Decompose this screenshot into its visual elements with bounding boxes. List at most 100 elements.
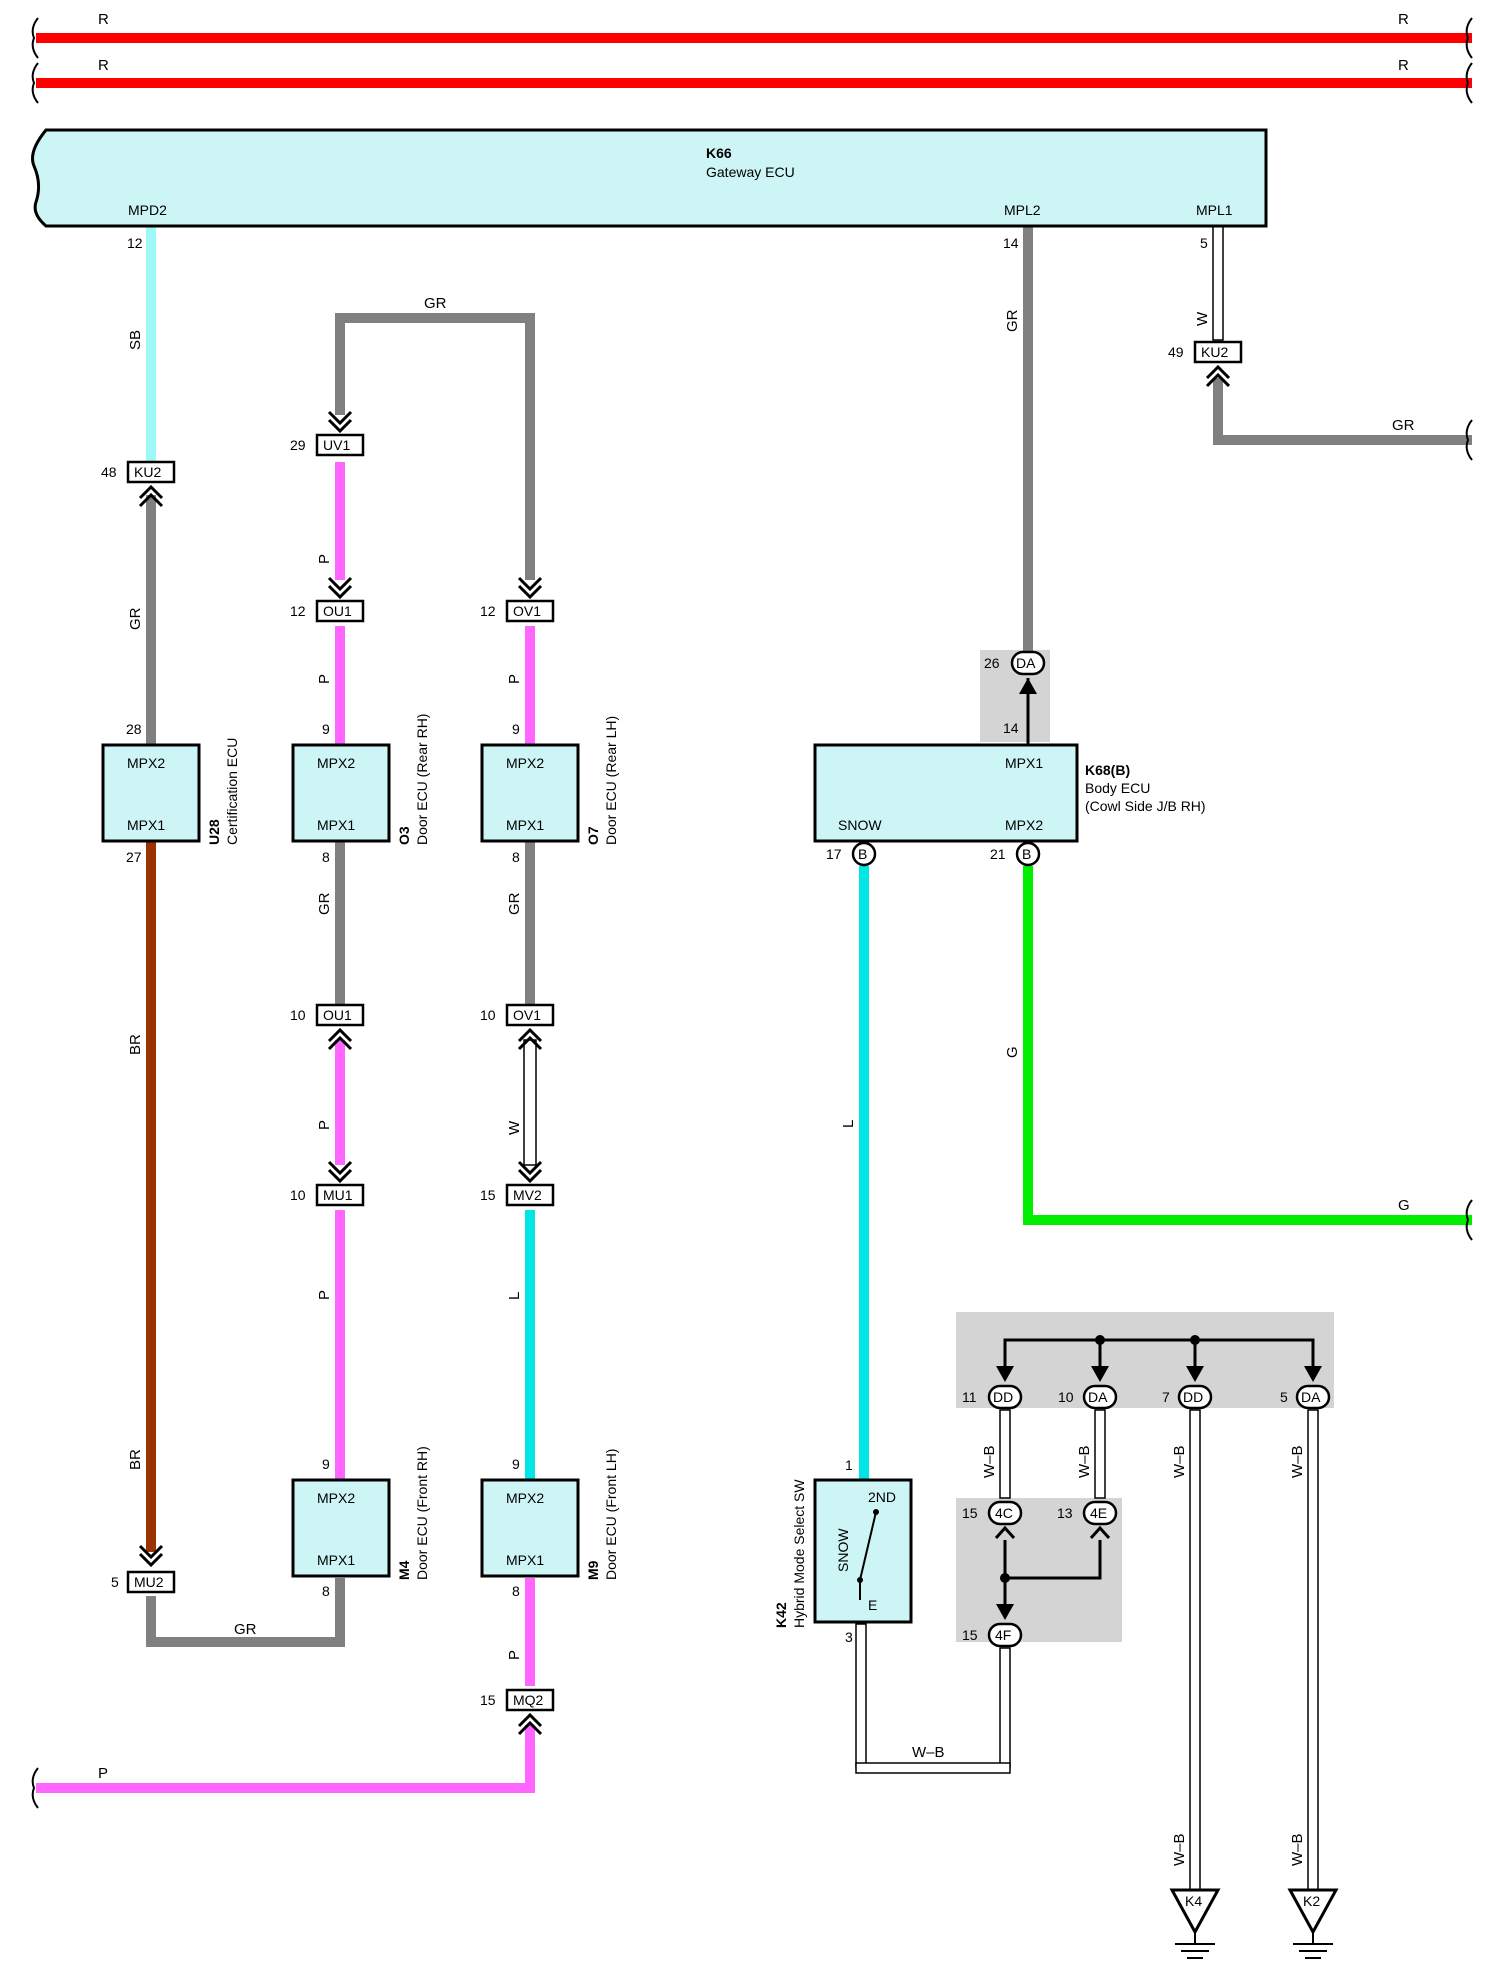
- connector-dd-11: DD 11: [962, 1384, 1023, 1410]
- u28-body: [101, 743, 201, 843]
- connector-4e-code: 4E: [1090, 1505, 1107, 1521]
- m4-body: [291, 1478, 391, 1578]
- m9-name: Door ECU (Front LH): [603, 1449, 619, 1580]
- dot-3: [1000, 1573, 1010, 1583]
- gateway-num-mpl1: 5: [1200, 235, 1208, 251]
- body-ecu-pin-snow: SNOW: [838, 817, 882, 833]
- connector-da-5-num: 5: [1280, 1389, 1288, 1405]
- m9-body: [480, 1478, 580, 1578]
- m4-id: M4: [396, 1560, 412, 1580]
- connector-ku2-49-chevron: [1205, 364, 1231, 388]
- label-r-1-right: R: [1398, 11, 1409, 28]
- connector-dd-7-box: [1177, 1384, 1213, 1410]
- connector-mu1-code: MU1: [323, 1187, 353, 1203]
- body-ecu-id: K68(B): [1085, 762, 1130, 778]
- k42-num-3: 3: [845, 1629, 853, 1645]
- o3-pin-bottom: MPX1: [317, 817, 355, 833]
- wire-gr-mu2-m4: [146, 1578, 345, 1647]
- u28-id: U28: [206, 819, 222, 845]
- o3-num-top: 9: [322, 721, 330, 737]
- wire-label-g-horiz: G: [1398, 1197, 1410, 1214]
- connector-ov1-10: OV1 10: [480, 1003, 555, 1051]
- o7-name: Door ECU (Rear LH): [603, 716, 619, 845]
- body-ecu-location: (Cowl Side J/B RH): [1085, 798, 1206, 814]
- gateway-pin-mpl2: MPL2: [1004, 202, 1041, 218]
- wire-wb-sw: [855, 1623, 867, 1769]
- o7-pin-top: MPX2: [506, 755, 544, 771]
- break-left-p: [31, 1767, 39, 1809]
- connector-da-5-code: DA: [1301, 1389, 1321, 1405]
- m4-door-ecu-front-rh: MPX2 MPX1 9 8 M4 Door ECU (Front RH): [291, 1446, 430, 1599]
- connector-mu1-box: [315, 1183, 365, 1207]
- connector-4c-num: 15: [962, 1505, 978, 1521]
- body-ecu-conn-snow-label: B: [858, 846, 867, 862]
- wire-label-wb-2: W–B: [1076, 1445, 1093, 1478]
- connector-dd-7-code: DD: [1183, 1389, 1203, 1405]
- connector-mq2-box: [505, 1688, 555, 1712]
- o7-door-ecu-rear-lh: MPX2 MPX1 9 8 O7 Door ECU (Rear LH): [480, 716, 619, 865]
- connector-ku2-48-code: KU2: [134, 464, 161, 480]
- wire-label-br-2: BR: [127, 1449, 144, 1470]
- connector-da-5-box: [1295, 1384, 1331, 1410]
- connector-4c-box: [987, 1500, 1023, 1526]
- connector-da-26: DA 26: [984, 650, 1046, 676]
- connector-ou1-10-box: [315, 1003, 365, 1027]
- k42-pos-e: E: [868, 1597, 877, 1613]
- gateway-ecu-name: Gateway ECU: [706, 164, 795, 180]
- connector-da-26-code: DA: [1016, 655, 1036, 671]
- connector-ou1-12-num: 12: [290, 603, 306, 619]
- wire-label-gr-mu2: GR: [234, 1621, 257, 1638]
- wire-label-l-snow: L: [840, 1120, 857, 1128]
- wire-label-l-m9: L: [506, 1292, 523, 1300]
- ground-k2-triangle: [1287, 1888, 1339, 1936]
- connector-4c-code: 4C: [995, 1505, 1013, 1521]
- connector-mu1: MU1 10: [290, 1160, 365, 1207]
- label-r-2-right: R: [1398, 57, 1409, 74]
- u28-name: Certification ECU: [224, 738, 240, 845]
- connector-4f: 4F 15: [962, 1622, 1023, 1648]
- o7-pin-bottom: MPX1: [506, 817, 544, 833]
- connector-ou1-12-code: OU1: [323, 603, 352, 619]
- connector-da-10-num: 10: [1058, 1389, 1074, 1405]
- o3-body: [291, 743, 391, 843]
- connector-4e-chevron: [1089, 1525, 1111, 1540]
- body-ecu-num-snow: 17: [826, 846, 842, 862]
- connector-ku2-48-num: 48: [101, 464, 117, 480]
- wire-label-p-m4: P: [316, 1290, 333, 1300]
- connector-mu2-num: 5: [111, 1574, 119, 1590]
- k42-contact-dot-top: [873, 1509, 879, 1515]
- connector-mv2: MV2 15: [480, 1160, 555, 1207]
- connector-da-10: DA 10: [1058, 1384, 1118, 1410]
- connector-ou1-12-chevron: [327, 576, 353, 600]
- m9-door-ecu-front-lh: MPX2 MPX1 9 8 M9 Door ECU (Front LH): [480, 1449, 619, 1599]
- wire-label-w-o7: W: [506, 1120, 523, 1135]
- connector-ku2-49-num: 49: [1168, 344, 1184, 360]
- o3-num-bottom: 8: [322, 849, 330, 865]
- break-left-1: [31, 17, 39, 59]
- break-right-2: [1465, 62, 1473, 104]
- u28-num-bottom: 27: [126, 849, 142, 865]
- o7-num-bottom: 8: [512, 849, 520, 865]
- wire-label-br-1: BR: [127, 1034, 144, 1055]
- break-right-g: [1465, 1199, 1473, 1241]
- wire-w-o7: [523, 1039, 537, 1166]
- connector-ou1-12: OU1 12: [290, 576, 365, 623]
- connector-4e-num: 13: [1057, 1505, 1073, 1521]
- connector-da-26-box: [1010, 650, 1046, 676]
- break-right-gr: [1465, 419, 1473, 461]
- connector-ov1-12-box: [505, 599, 555, 623]
- connector-dd-7-num: 7: [1162, 1389, 1170, 1405]
- connector-ku2-48-chevron: [138, 484, 164, 508]
- u28-pin-top: MPX2: [127, 755, 165, 771]
- wire-label-p-o3-a: P: [316, 554, 333, 564]
- connector-mq2-chevron: [517, 1712, 543, 1736]
- wire-label-gr-o7: GR: [506, 892, 523, 915]
- connector-4e: 4E 13: [1057, 1500, 1118, 1540]
- wire-label-g-vert: G: [1004, 1046, 1021, 1058]
- connector-ou1-10-code: OU1: [323, 1007, 352, 1023]
- power-line-2: R R: [31, 57, 1473, 104]
- connector-ov1-10-chevron: [517, 1027, 543, 1051]
- m4-pin-bottom: MPX1: [317, 1552, 355, 1568]
- body-ecu: MPX1 SNOW MPX2 K68(B) Body ECU (Cowl Sid…: [813, 720, 1206, 867]
